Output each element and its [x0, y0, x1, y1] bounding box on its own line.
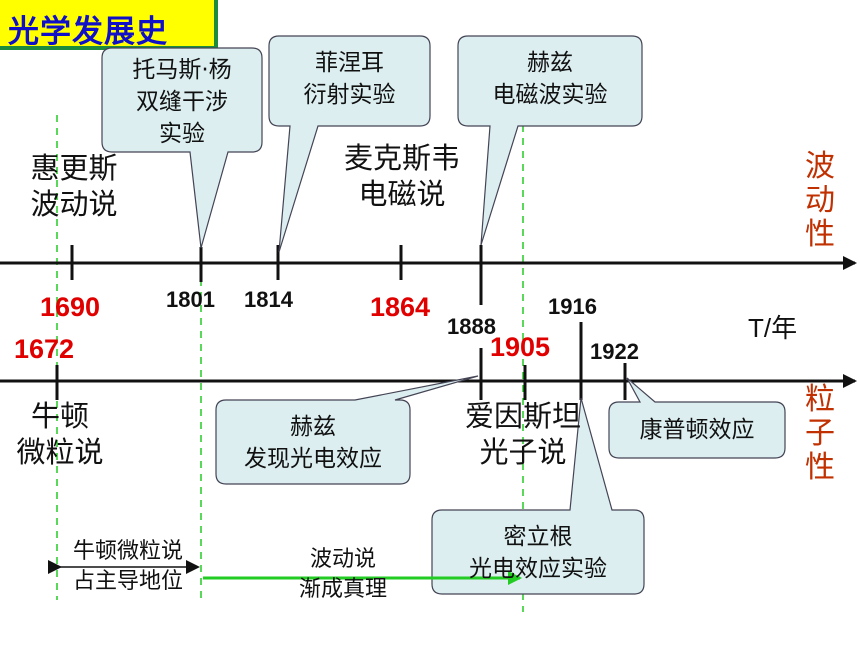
callout-hertz-wave-line2: 电磁波实验: [492, 82, 608, 108]
einstein-name: 爱因斯坦: [464, 399, 581, 433]
callout-hertz-wave: 赫兹 电磁波实验: [458, 47, 642, 111]
huygens-name: 惠更斯: [30, 151, 118, 185]
callout-compton-shape: [608, 377, 786, 459]
year-1864: 1864: [370, 292, 431, 322]
einstein-label: 爱因斯坦 光子说: [448, 398, 598, 470]
newton-dominant-label: 牛顿微粒说 占主导地位: [52, 537, 204, 597]
callout-compton-line1: 康普顿效应: [639, 417, 755, 443]
year-1922: 1922: [590, 339, 639, 364]
year-1814: 1814: [244, 287, 293, 312]
year-1690: 1690: [40, 292, 101, 322]
wave-truth-line2: 渐成真理: [298, 577, 387, 602]
callout-hertz-photo-line1: 赫兹: [290, 414, 336, 440]
callout-fresnel: 菲涅耳 衍射实验: [269, 47, 430, 111]
wave-truth-label: 波动说 渐成真理: [268, 545, 418, 605]
callout-fresnel-line1: 菲涅耳: [315, 50, 384, 76]
maxwell-name: 麦克斯韦: [343, 141, 460, 175]
newton-theory: 微粒说: [16, 435, 104, 469]
page-title: 光学发展史: [8, 14, 168, 50]
callout-hertz-photo: 赫兹 发现光电效应: [216, 411, 410, 475]
newton-label: 牛顿 微粒说: [0, 398, 120, 470]
callout-compton: 康普顿效应: [609, 414, 785, 446]
callout-fresnel-shape: [268, 35, 431, 253]
callout-hertz-wave-line1: 赫兹: [527, 50, 573, 76]
newton-name: 牛顿: [30, 399, 89, 433]
callout-millikan-line2: 光电效应实验: [469, 556, 607, 582]
callout-young-line1: 托马斯·杨: [132, 57, 232, 83]
year-1672: 1672: [14, 334, 75, 364]
newton-dominant-line2: 占主导地位: [72, 569, 183, 594]
callout-millikan-shape: [431, 397, 645, 595]
year-1888: 1888: [447, 314, 496, 339]
callout-hertz-wave-shape: [457, 35, 643, 246]
year-1801: 1801: [166, 287, 215, 312]
side-label-particle: 粒子性: [805, 382, 835, 485]
callout-hertz-photo-shape: [215, 375, 479, 485]
callout-hertz-photo-line2: 发现光电效应: [244, 446, 382, 472]
einstein-theory: 光子说: [479, 435, 567, 469]
axis-unit-label: T/年: [748, 313, 798, 343]
wave-truth-line1: 波动说: [309, 547, 376, 572]
title-banner: 光学发展史: [0, 0, 218, 50]
side-label-wave: 波动性: [805, 149, 835, 252]
callout-young-line3: 实验: [159, 121, 205, 147]
maxwell-label: 麦克斯韦 电磁说: [322, 140, 482, 212]
maxwell-theory: 电磁说: [358, 177, 446, 211]
huygens-theory: 波动说: [30, 187, 118, 221]
callout-young-line2: 双缝干涉: [136, 89, 228, 115]
callout-millikan: 密立根 光电效应实验: [432, 521, 644, 585]
huygens-label: 惠更斯 波动说: [14, 150, 134, 222]
callout-millikan-line1: 密立根: [503, 524, 573, 550]
newton-dominant-line1: 牛顿微粒说: [72, 539, 183, 564]
year-1916: 1916: [548, 294, 597, 319]
year-1905: 1905: [490, 332, 551, 362]
callout-young: 托马斯·杨 双缝干涉 实验: [102, 54, 262, 150]
callout-fresnel-line2: 衍射实验: [303, 82, 396, 108]
callout-young-shape: [101, 47, 263, 249]
